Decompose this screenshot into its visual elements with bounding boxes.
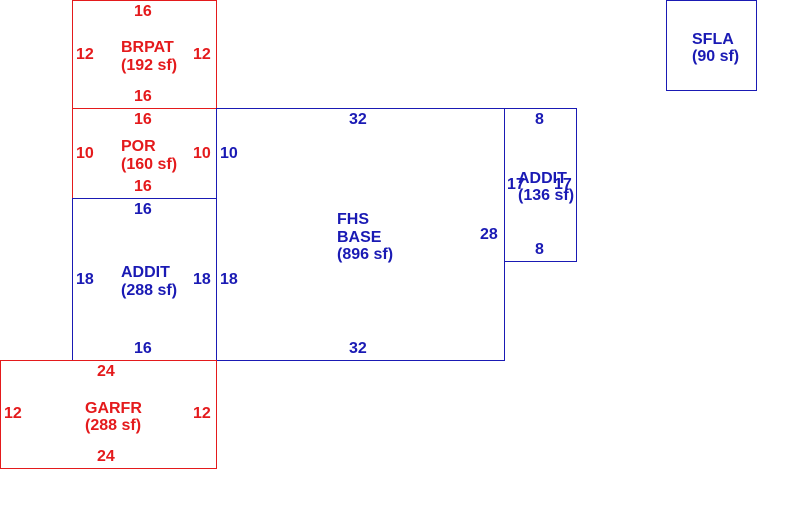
brpat-top-dimension: 16: [134, 3, 152, 20]
brpat-area: (192 sf): [121, 57, 178, 74]
addit-left-left-dimension: 18: [76, 271, 94, 288]
por-left-dimension: 10: [76, 145, 94, 162]
por-right-dimension: 10: [193, 145, 211, 162]
fhs-base-right-dimension: 28: [480, 226, 498, 243]
addit-right-bottom-dimension: 8: [535, 241, 544, 258]
por-name: POR: [121, 138, 156, 155]
brpat-left-dimension: 12: [76, 46, 94, 63]
addit-right-top-dimension: 8: [535, 111, 544, 128]
addit-left-right-dimension: 18: [193, 271, 211, 288]
fhs-base-area: (896 sf): [337, 246, 394, 263]
fhs-base-bottom-dimension: 32: [349, 340, 367, 357]
fhs-base-name-line2: BASE: [337, 229, 382, 246]
sfla-outline: [666, 0, 757, 91]
fhs-base-left-upper-dimension: 10: [220, 145, 238, 162]
brpat-name: BRPAT: [121, 39, 174, 56]
garfr-top-dimension: 24: [97, 363, 115, 380]
garfr-right-dimension: 12: [193, 405, 211, 422]
addit-left-bottom-dimension: 16: [134, 340, 152, 357]
addit-left-name: ADDIT: [121, 264, 170, 281]
por-top-dimension: 16: [134, 111, 152, 128]
sfla-area: (90 sf): [692, 48, 740, 65]
addit-right-area: (136 sf): [518, 187, 575, 204]
addit-right-right-dimension: 17: [554, 176, 572, 193]
addit-right-name: ADDIT: [518, 170, 567, 187]
garfr-left-dimension: 12: [4, 405, 22, 422]
addit-left-top-dimension: 16: [134, 201, 152, 218]
addit-left-area: (288 sf): [121, 282, 178, 299]
brpat-right-dimension: 12: [193, 46, 211, 63]
garfr-bottom-dimension: 24: [97, 448, 115, 465]
brpat-bottom-dimension: 16: [134, 88, 152, 105]
addit-right-left-dimension: 17: [507, 176, 525, 193]
fhs-base-top-dimension: 32: [349, 111, 367, 128]
por-area: (160 sf): [121, 156, 178, 173]
sfla-name: SFLA: [692, 31, 734, 48]
fhs-base-left-lower-dimension: 18: [220, 271, 238, 288]
addit-right-outline: [504, 108, 577, 262]
garfr-area: (288 sf): [85, 417, 142, 434]
fhs-base-name-line1: FHS: [337, 211, 369, 228]
por-bottom-dimension: 16: [134, 178, 152, 195]
garfr-outline: [0, 360, 217, 469]
garfr-name: GARFR: [85, 400, 142, 417]
